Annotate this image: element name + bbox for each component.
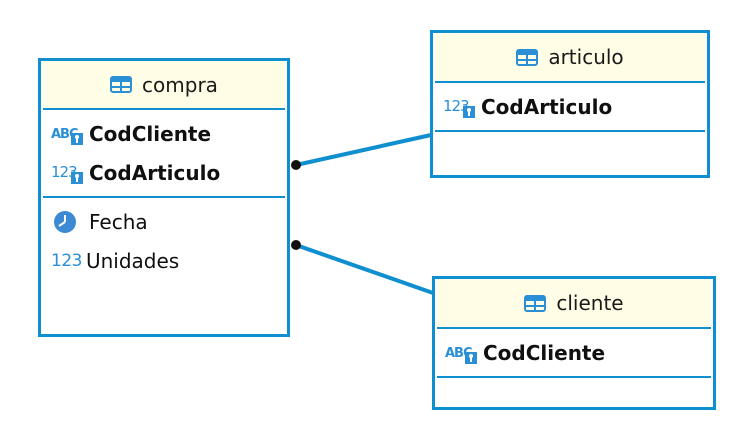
- clock-icon: [51, 209, 85, 235]
- entity-compra-header[interactable]: compra: [43, 61, 285, 110]
- connector-compra-cliente[interactable]: [295, 243, 434, 295]
- entity-articulo-title: articulo: [548, 45, 624, 69]
- entity-compra[interactable]: compra ABC CodCliente 123: [38, 58, 290, 337]
- num-key-icon: 123: [443, 95, 477, 119]
- entity-articulo-header[interactable]: articulo: [435, 33, 705, 83]
- attribute-name: Fecha: [89, 209, 148, 234]
- entity-cliente-title: cliente: [556, 291, 624, 315]
- entity-compra-attribute-section: Fecha 123 Unidades: [43, 198, 285, 280]
- table-icon: [110, 76, 133, 93]
- entity-cliente[interactable]: cliente ABC CodCliente: [432, 276, 716, 410]
- num-icon: 123: [51, 250, 82, 271]
- attribute-name: CodArticulo: [89, 160, 221, 185]
- attribute-row[interactable]: 123 CodArticulo: [435, 87, 705, 126]
- entity-articulo[interactable]: articulo 123 CodArticulo: [430, 30, 710, 178]
- attribute-row[interactable]: 123 Unidades: [43, 241, 285, 280]
- attribute-row[interactable]: 123 CodArticulo: [43, 153, 285, 192]
- num-key-icon: 123: [51, 161, 85, 185]
- connector-compra-articulo-endpoint: [291, 160, 301, 170]
- attribute-name: CodArticulo: [481, 94, 613, 119]
- attribute-name: CodCliente: [89, 121, 212, 146]
- attribute-row[interactable]: Fecha: [43, 202, 285, 241]
- table-icon: [516, 48, 539, 66]
- entity-articulo-key-section: 123 CodArticulo: [435, 83, 705, 132]
- table-icon: [524, 294, 547, 312]
- attribute-row[interactable]: ABC CodCliente: [43, 114, 285, 153]
- connector-compra-cliente-endpoint: [291, 240, 301, 250]
- entity-cliente-header[interactable]: cliente: [437, 279, 711, 329]
- entity-compra-key-section: ABC CodCliente 123 C: [43, 110, 285, 198]
- entity-compra-title: compra: [142, 72, 218, 97]
- attribute-name: CodCliente: [483, 340, 606, 365]
- attribute-name: Unidades: [85, 248, 180, 273]
- attribute-row[interactable]: ABC CodCliente: [437, 333, 711, 372]
- abc-key-icon: ABC: [445, 341, 479, 365]
- entity-cliente-key-section: ABC CodCliente: [437, 329, 711, 378]
- abc-key-icon: ABC: [51, 122, 85, 146]
- connector-compra-articulo[interactable]: [295, 133, 432, 167]
